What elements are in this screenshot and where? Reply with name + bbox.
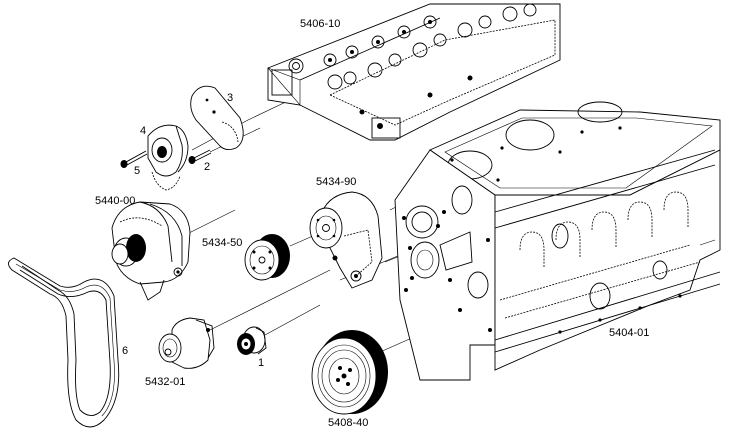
- label-crankshaft-pulley: 5408-40: [328, 417, 368, 429]
- alternator: [111, 201, 191, 301]
- callout-labels: 5406-10 3 4 5 2 5440-00 5434-90 5434-50 …: [95, 18, 649, 429]
- water-pump-pulley: [244, 234, 290, 281]
- label-bolt-5: 5: [134, 165, 140, 177]
- label-tensioner-bracket: 4: [140, 125, 146, 137]
- label-cover-plate: 3: [227, 92, 233, 104]
- cover-plate: [190, 85, 244, 151]
- label-alternator: 5440-00: [95, 195, 135, 207]
- label-bolt-2: 2: [204, 161, 210, 173]
- water-pump: [309, 191, 383, 289]
- label-water-pump-pulley: 5434-50: [202, 237, 242, 249]
- drive-belt: [8, 257, 120, 428]
- tensioner-bracket: [147, 124, 189, 191]
- leader-line-tensioner: [209, 269, 331, 331]
- label-water-pump: 5434-90: [316, 176, 356, 188]
- bolt-5: [120, 150, 148, 168]
- crankshaft-pulley: [311, 330, 388, 415]
- label-belt-tensioner: 5432-01: [145, 376, 185, 388]
- label-drive-belt: 6: [122, 345, 128, 357]
- label-cylinder-head: 5406-10: [300, 18, 340, 30]
- belt-tensioner: [158, 317, 215, 369]
- cylinder-head: [267, 3, 561, 141]
- label-engine-block: 5404-01: [609, 327, 649, 339]
- engine-block: [394, 101, 721, 381]
- block-bores: [519, 191, 689, 310]
- leader-line-head: [247, 99, 291, 121]
- leader-line-idler: [264, 304, 321, 336]
- idler-pulley: [237, 326, 267, 355]
- label-idler-pulley: 1: [258, 357, 264, 369]
- head-ports: [288, 3, 537, 129]
- bolt-2: [188, 149, 212, 164]
